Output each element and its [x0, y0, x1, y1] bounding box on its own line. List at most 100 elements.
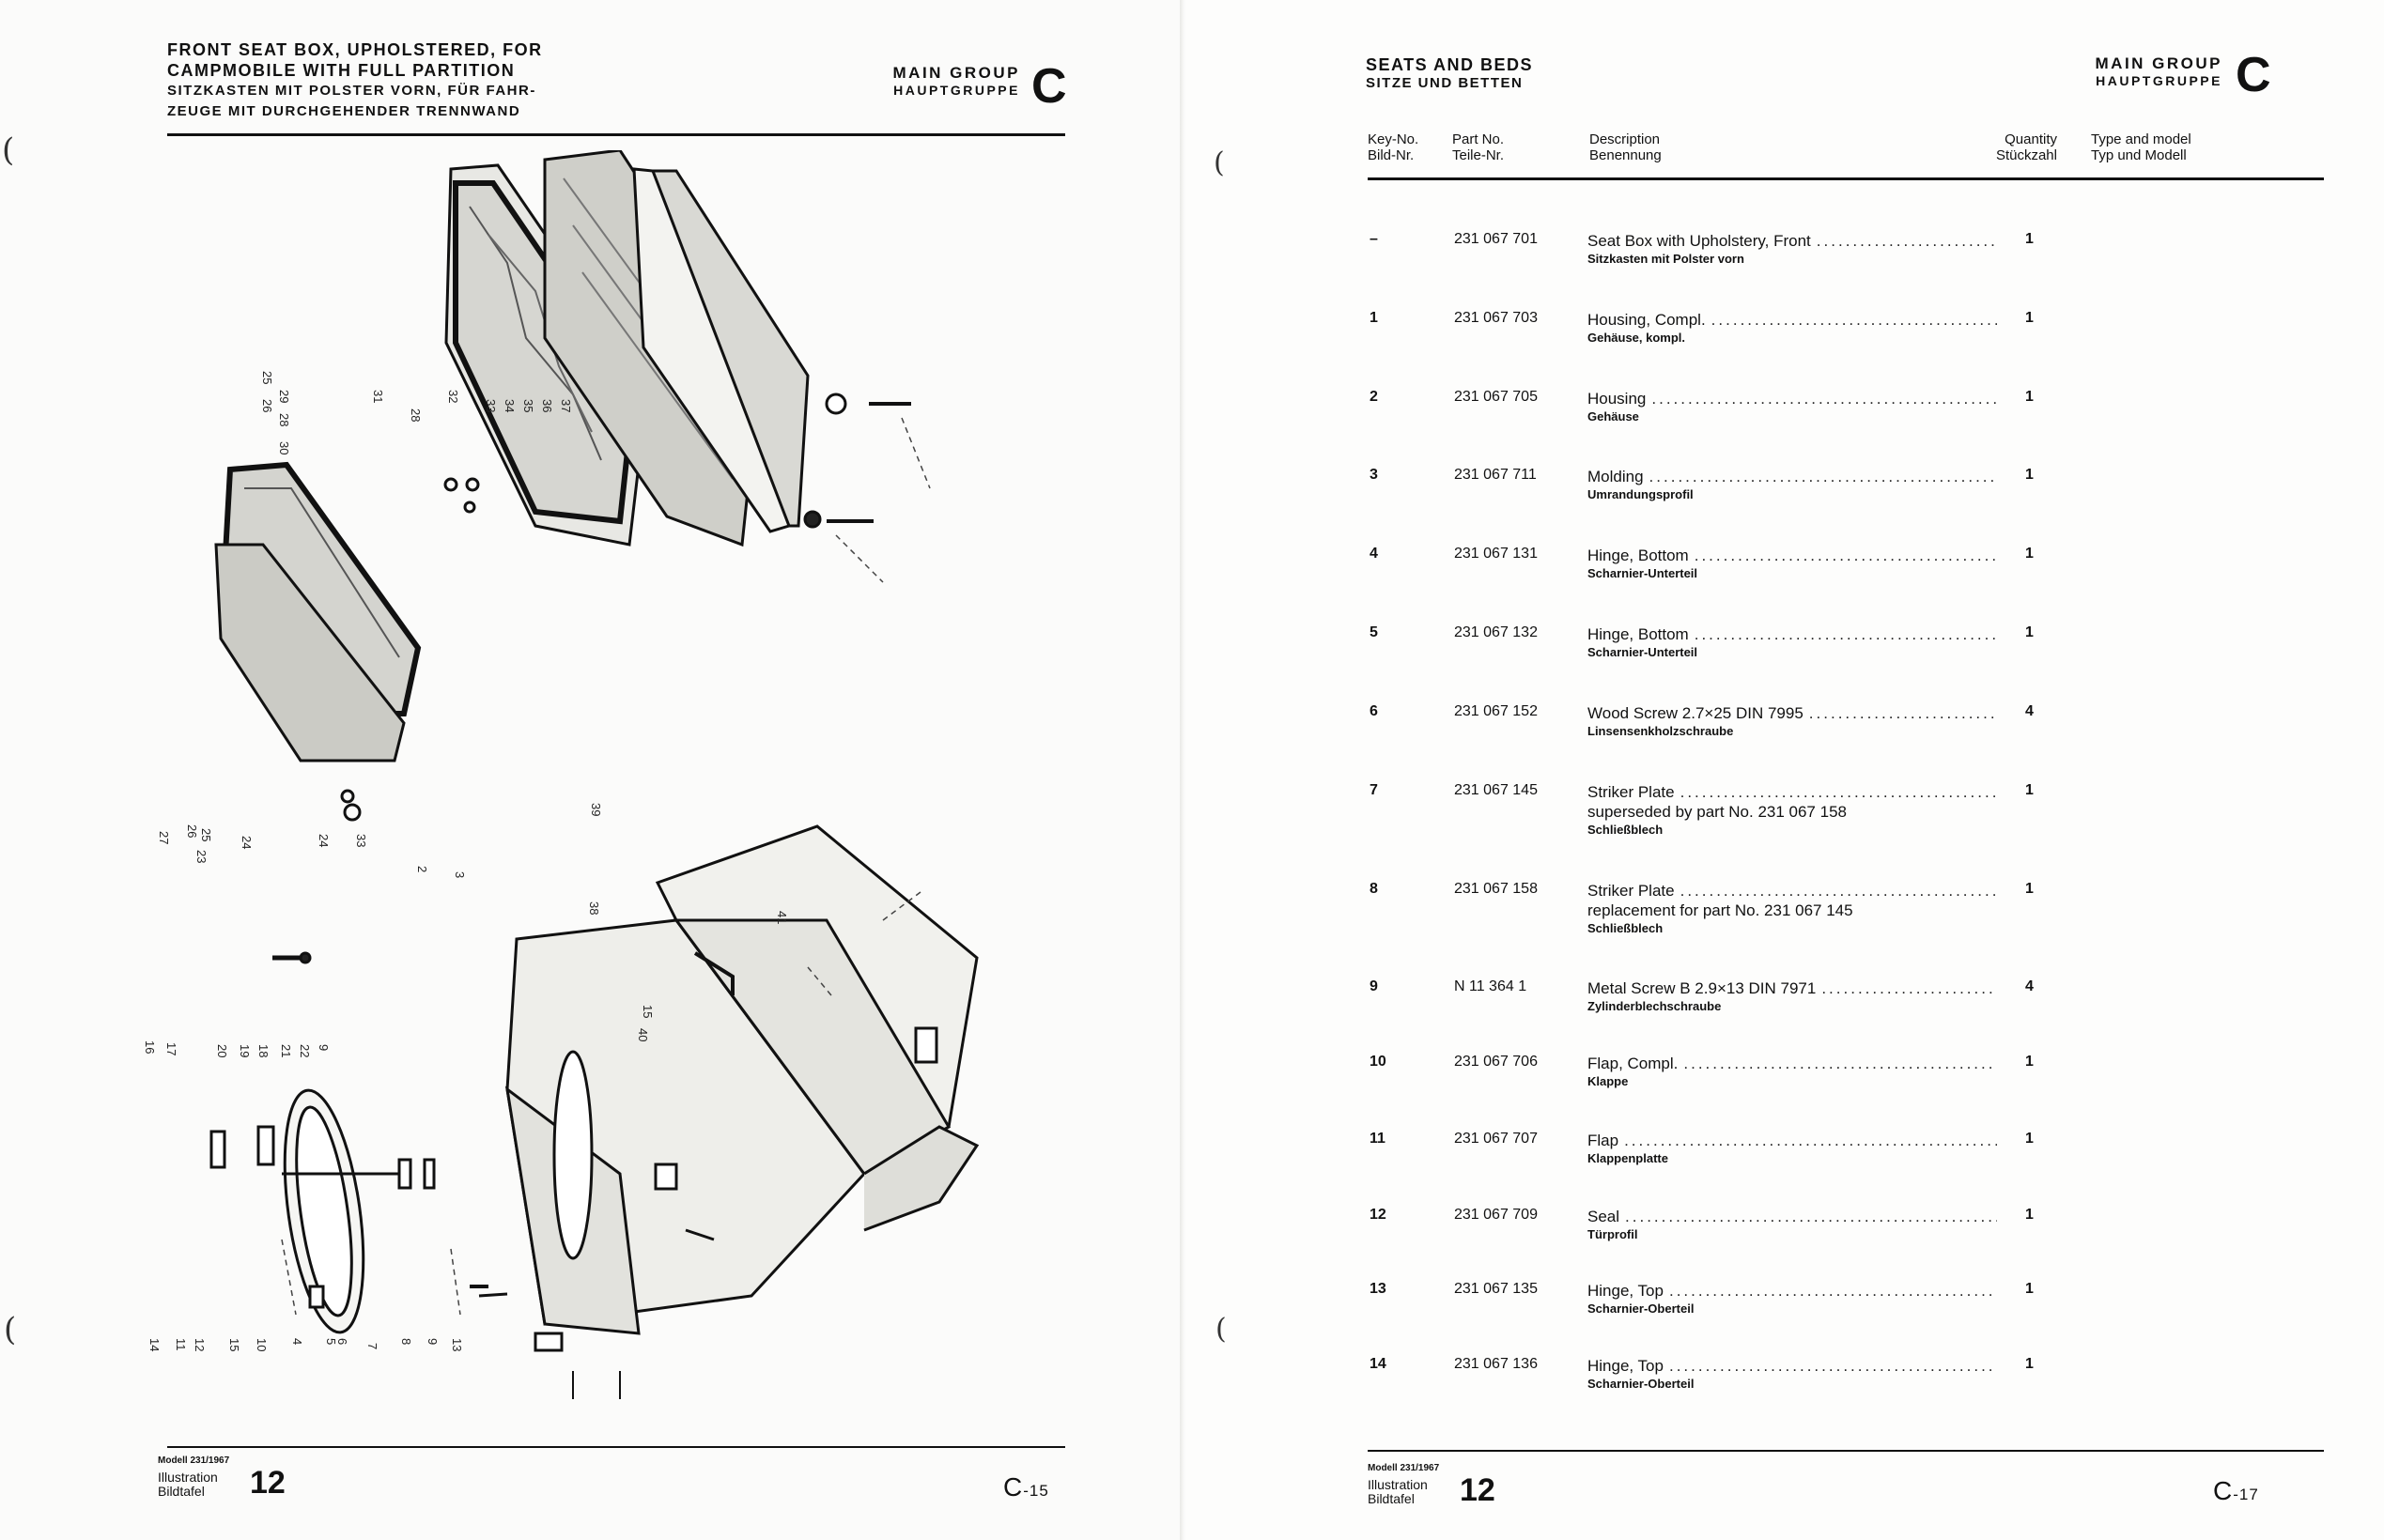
callout-number: 12 — [193, 1338, 207, 1351]
callout-number: 7 — [365, 1343, 379, 1349]
description-en: Molding — [1587, 468, 1644, 485]
description: Wood Screw 2.7×25 DIN 7995 Linsensenkhol… — [1587, 703, 1997, 740]
description-en: Hinge, Bottom — [1587, 625, 1689, 643]
description-de: Schließblech — [1587, 823, 1664, 837]
quantity: 1 — [2025, 1131, 2034, 1147]
callout-number: 11 — [174, 1338, 188, 1351]
col-part-header: Part No. Teile-Nr. — [1452, 131, 1504, 163]
title-line: ZEUGE MIT DURCHGEHENDER TRENNWAND — [167, 103, 521, 119]
illustration-number: 12 — [1460, 1472, 1495, 1508]
description-en: Hinge, Bottom — [1587, 547, 1689, 564]
description: Hinge, Bottom Scharnier-Unterteil — [1587, 624, 1997, 661]
description: Housing, Compl. Gehäuse, kompl. — [1587, 310, 1997, 346]
title-line: SITZKASTEN MIT POLSTER VORN, FÜR FAHR- — [167, 83, 536, 99]
key-no: 3 — [1370, 467, 1378, 483]
table-row: 8 231 067 158 Striker Plate replacement … — [1185, 881, 2384, 956]
key-no: – — [1370, 231, 1378, 247]
table-row: 13 231 067 135 Hinge, Top Scharnier-Ober… — [1185, 1281, 2384, 1356]
callout-number: 5 — [324, 1338, 338, 1345]
title-line: CAMPMOBILE WITH FULL PARTITION — [167, 61, 516, 80]
col-part-de: Teile-Nr. — [1452, 147, 1505, 163]
quantity: 1 — [2025, 1054, 2034, 1070]
description-de: Zylinderblechschraube — [1587, 999, 1722, 1013]
quantity: 1 — [2025, 1207, 2034, 1223]
col-desc-header: Description Benennung — [1589, 131, 1662, 163]
header-rule — [167, 133, 1065, 136]
description-en: Hinge, Top — [1587, 1282, 1664, 1300]
description: Housing Gehäuse — [1587, 389, 1997, 425]
description-en: Wood Screw 2.7×25 DIN 7995 — [1587, 704, 1803, 722]
footer-rule — [167, 1446, 1065, 1448]
description: Flap, Compl. Klappe — [1587, 1054, 1997, 1090]
table-row: 3 231 067 711 Molding Umrandungsprofil 1 — [1185, 467, 2384, 542]
model-label: Modell 231/1967 — [1368, 1463, 1440, 1473]
description-de: Türprofil — [1587, 1227, 1638, 1241]
page-gutter — [1180, 0, 1187, 1540]
description-de: Scharnier-Unterteil — [1587, 645, 1698, 659]
page-suffix: -17 — [2233, 1486, 2259, 1503]
callout-number: 20 — [215, 1044, 229, 1057]
col-qty-header: Quantity Stückzahl — [1954, 131, 2057, 163]
callout-number: 30 — [277, 441, 291, 454]
description-en: Flap, Compl. — [1587, 1055, 1679, 1072]
description-en: Metal Screw B 2.9×13 DIN 7971 — [1587, 979, 1817, 997]
main-group-letter: C — [2236, 48, 2271, 102]
page-number: C-17 — [2213, 1476, 2259, 1506]
base-board — [632, 167, 810, 533]
callout-number: 14 — [147, 1338, 162, 1351]
description-de: Scharnier-Oberteil — [1587, 1301, 1695, 1316]
col-part-en: Part No. — [1452, 131, 1505, 147]
illustration-de: Bildtafel — [1368, 1491, 1415, 1506]
key-no: 14 — [1370, 1356, 1386, 1372]
scan-mark: ( — [1215, 1313, 1227, 1346]
table-row: 2 231 067 705 Housing Gehäuse 1 — [1185, 389, 2384, 464]
description-en: Striker Plate — [1587, 783, 1675, 801]
callout-number: 19 — [238, 1044, 252, 1057]
title-de: SITZE UND BETTEN — [1366, 75, 1524, 91]
description-de: Klappenplatte — [1587, 1151, 1668, 1165]
col-desc-en: Description — [1589, 131, 1661, 147]
main-group-de: HAUPTGRUPPE — [893, 83, 1020, 98]
description: Striker Plate superseded by part No. 231… — [1587, 782, 1997, 839]
quantity: 1 — [2025, 624, 2034, 640]
page-suffix: -15 — [1023, 1482, 1049, 1500]
part-no: 231 067 701 — [1454, 231, 1538, 247]
quantity: 1 — [2025, 467, 2034, 483]
callout-number: 16 — [143, 1040, 157, 1054]
col-type-de: Typ und Modell — [2091, 147, 2187, 163]
description: Seat Box with Upholstery, Front Sitzkast… — [1587, 231, 1997, 268]
callout-number: 39 — [589, 803, 603, 816]
callout-number: 28 — [277, 413, 291, 426]
part-no: 231 067 131 — [1454, 546, 1538, 562]
description-de: Linsensenkholzschraube — [1587, 724, 1734, 738]
description: Hinge, Bottom Scharnier-Unterteil — [1587, 546, 1997, 582]
description-de: Gehäuse — [1587, 409, 1639, 424]
table-row: 1 231 067 703 Housing, Compl. Gehäuse, k… — [1185, 310, 2384, 385]
callout-number: 37 — [559, 399, 573, 412]
description-en: Housing — [1587, 390, 1647, 408]
col-qty-de: Stückzahl — [1995, 147, 2057, 163]
description-de: Klappe — [1587, 1074, 1629, 1088]
table-row: 4 231 067 131 Hinge, Bottom Scharnier-Un… — [1185, 546, 2384, 621]
part-no: 231 067 709 — [1454, 1207, 1538, 1223]
quantity: 1 — [2025, 389, 2034, 405]
page-letter: C — [1003, 1472, 1024, 1502]
header-rule — [1368, 177, 2324, 180]
quantity: 1 — [2025, 881, 2034, 897]
quantity: 1 — [2025, 310, 2034, 326]
callout-number: 22 — [298, 1044, 312, 1057]
callout-number: 9 — [317, 1044, 331, 1051]
description: Hinge, Top Scharnier-Oberteil — [1587, 1356, 1997, 1393]
description-note: superseded by part No. 231 067 158 — [1587, 803, 1847, 821]
callout-number: 34 — [503, 399, 517, 412]
callout-number: 33 — [354, 834, 368, 847]
callout-number: 26 — [260, 399, 274, 412]
callout-number: 4 — [290, 1338, 304, 1345]
key-no: 9 — [1370, 978, 1378, 994]
key-no: 1 — [1370, 310, 1378, 326]
key-no: 13 — [1370, 1281, 1386, 1297]
table-row: 6 231 067 152 Wood Screw 2.7×25 DIN 7995… — [1185, 703, 2384, 778]
quantity: 1 — [2025, 231, 2034, 247]
part-no: 231 067 152 — [1454, 703, 1538, 719]
